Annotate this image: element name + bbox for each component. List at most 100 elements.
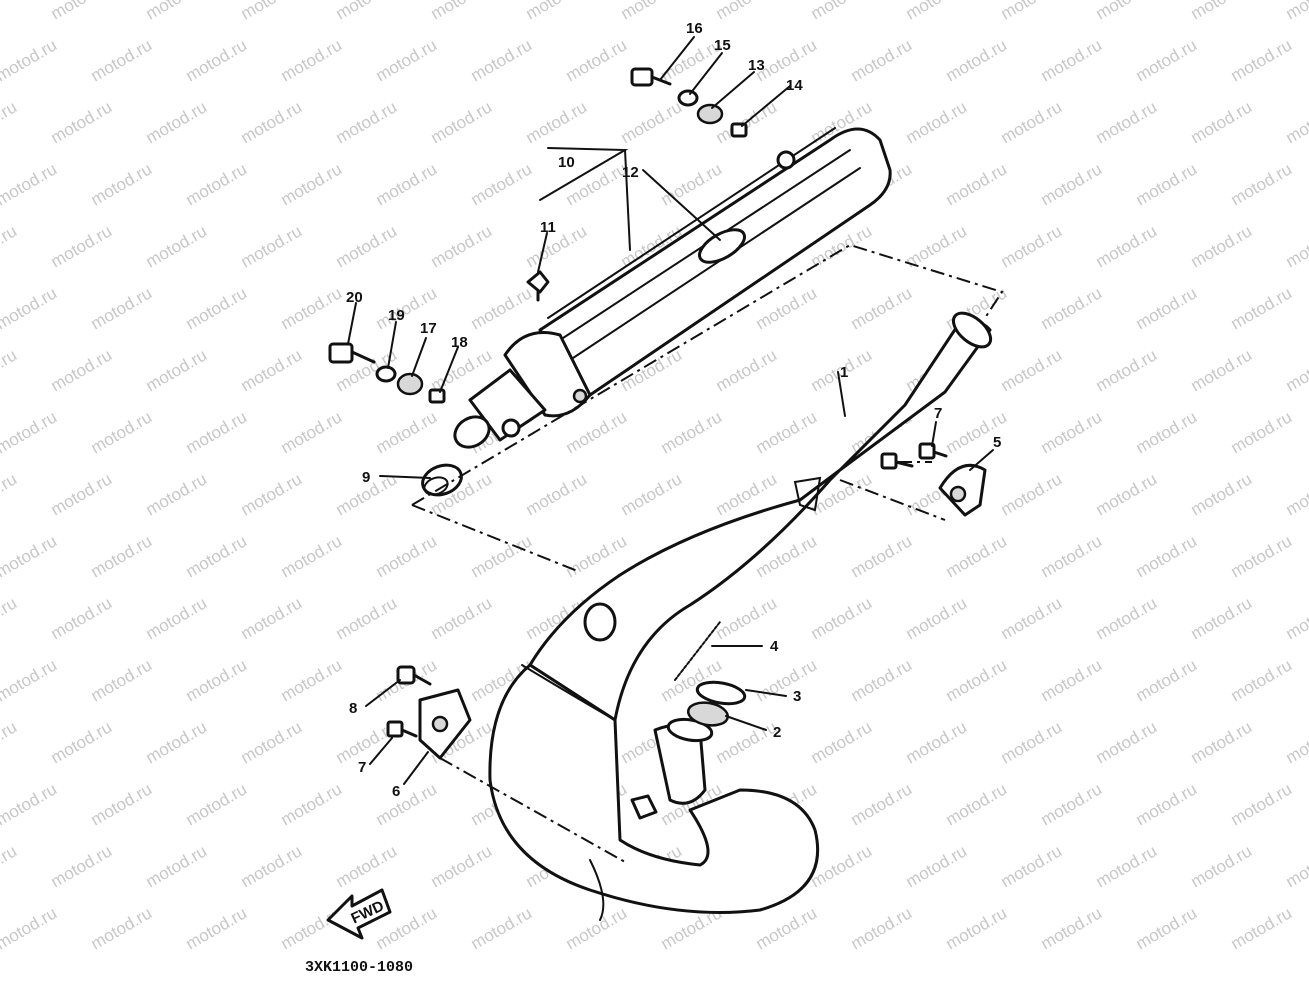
watermark-text: motod.ru — [658, 159, 726, 209]
watermark-text: motod.ru — [48, 469, 116, 519]
watermark-text: motod.ru — [1038, 283, 1106, 333]
watermark-text: motod.ru — [943, 779, 1011, 829]
watermark-text: motod.ru — [998, 345, 1066, 395]
watermark-text: motod.ru — [183, 35, 251, 85]
watermark-text: motod.ru — [523, 221, 591, 271]
watermark-text: motod.ru — [943, 35, 1011, 85]
watermark-text: motod.ru — [1228, 655, 1296, 705]
watermark-text: motod.ru — [333, 0, 401, 23]
watermark-text: motod.ru — [1283, 469, 1309, 519]
watermark-text: motod.ru — [88, 779, 156, 829]
watermark-text: motod.ru — [1093, 221, 1161, 271]
watermark-text: motod.ru — [713, 593, 781, 643]
watermark-text: motod.ru — [0, 841, 20, 891]
watermark-text: motod.ru — [808, 717, 876, 767]
watermark-text: motod.ru — [0, 469, 20, 519]
watermark-text: motod.ru — [183, 779, 251, 829]
grommet-13 — [698, 105, 722, 123]
watermark-text: motod.ru — [563, 35, 631, 85]
callout-17: 17 — [420, 320, 437, 337]
watermark-text: motod.ru — [468, 35, 536, 85]
watermark-text: motod.ru — [1038, 655, 1106, 705]
watermark-text: motod.ru — [88, 903, 156, 953]
watermark-text: motod.ru — [903, 0, 971, 23]
watermark-text: motod.ru — [848, 283, 916, 333]
pipe-hole — [585, 604, 615, 640]
watermark-text: motod.ru — [1093, 97, 1161, 147]
watermark-text: motod.ru — [1228, 903, 1296, 953]
watermark-text: motod.ru — [943, 159, 1011, 209]
watermark-text: motod.ru — [1228, 35, 1296, 85]
watermark-text: motod.ru — [278, 35, 346, 85]
watermark-text: motod.ru — [1283, 717, 1309, 767]
watermark-text: motod.ru — [1133, 903, 1201, 953]
watermark-text: motod.ru — [238, 221, 306, 271]
callout-10: 10 — [558, 154, 575, 171]
watermark-text: motod.ru — [238, 841, 306, 891]
watermark-text: motod.ru — [618, 469, 686, 519]
watermark-text: motod.ru — [48, 717, 116, 767]
watermark-text: motod.ru — [998, 0, 1066, 23]
silencer-end-cap — [449, 333, 590, 454]
watermark-text: motod.ru — [903, 97, 971, 147]
watermark-text: motod.ru — [848, 779, 916, 829]
watermark-text: motod.ru — [1093, 469, 1161, 519]
watermark-text: motod.ru — [88, 531, 156, 581]
watermark-text: motod.ru — [143, 469, 211, 519]
watermark-text: motod.ru — [753, 655, 821, 705]
watermark-text: motod.ru — [278, 531, 346, 581]
watermark-text: motod.ru — [0, 221, 20, 271]
watermark-text: motod.ru — [1188, 97, 1256, 147]
callout-2: 2 — [773, 724, 781, 741]
watermark-text: motod.ru — [0, 593, 20, 643]
watermark-text: motod.ru — [1188, 0, 1256, 23]
watermark-text: motod.ru — [183, 531, 251, 581]
watermark-text: motod.ru — [88, 159, 156, 209]
callout-14: 14 — [786, 77, 803, 94]
watermark-text: motod.ru — [753, 407, 821, 457]
watermark-text: motod.ru — [1133, 35, 1201, 85]
watermark-text: motod.ru — [238, 593, 306, 643]
watermark-text: motod.ru — [998, 841, 1066, 891]
watermark-text: motod.ru — [903, 593, 971, 643]
watermark-text: motod.ru — [1093, 717, 1161, 767]
bolt-7-lower — [388, 722, 416, 736]
watermark-text: motod.ru — [183, 903, 251, 953]
watermark-text: motod.ru — [943, 531, 1011, 581]
watermark-text: motod.ru — [183, 159, 251, 209]
callout-19: 19 — [388, 307, 405, 324]
watermark-text: motod.ru — [753, 283, 821, 333]
watermark-text: motod.ru — [713, 717, 781, 767]
callout-5: 5 — [993, 434, 1001, 451]
callout-1: 1 — [840, 364, 848, 381]
watermark-text: motod.ru — [1228, 159, 1296, 209]
fwd-arrow-icon: FWD — [328, 890, 390, 938]
watermark-text: motod.ru — [1283, 345, 1309, 395]
watermark-text: motod.ru — [1188, 221, 1256, 271]
watermark-text: motod.ru — [143, 221, 211, 271]
watermark-text: motod.ru — [373, 35, 441, 85]
watermark-text: motod.ru — [1228, 407, 1296, 457]
watermark-text: motod.ru — [808, 0, 876, 23]
watermark-text: motod.ru — [238, 97, 306, 147]
callout-12: 12 — [622, 164, 639, 181]
bolt-20 — [330, 344, 374, 362]
watermark-text: motod.ru — [143, 0, 211, 23]
watermark-text: motod.ru — [428, 0, 496, 23]
callout-18: 18 — [451, 334, 468, 351]
watermark-text: motod.ru — [848, 35, 916, 85]
watermark-text: motod.ru — [1133, 407, 1201, 457]
watermark-text: motod.ru — [998, 469, 1066, 519]
watermark-text: motod.ru — [88, 407, 156, 457]
watermark-text: motod.ru — [658, 407, 726, 457]
callout-16: 16 — [686, 20, 703, 37]
watermark-text: motod.ru — [848, 903, 916, 953]
watermark-text: motod.ru — [0, 655, 60, 705]
watermark-text: motod.ru — [1283, 593, 1309, 643]
watermark-text: motod.ru — [998, 593, 1066, 643]
watermark-text: motod.ru — [1038, 407, 1106, 457]
collar-18 — [430, 390, 444, 402]
watermark-text: motod.ru — [428, 593, 496, 643]
watermark-text: motod.ru — [1283, 841, 1309, 891]
